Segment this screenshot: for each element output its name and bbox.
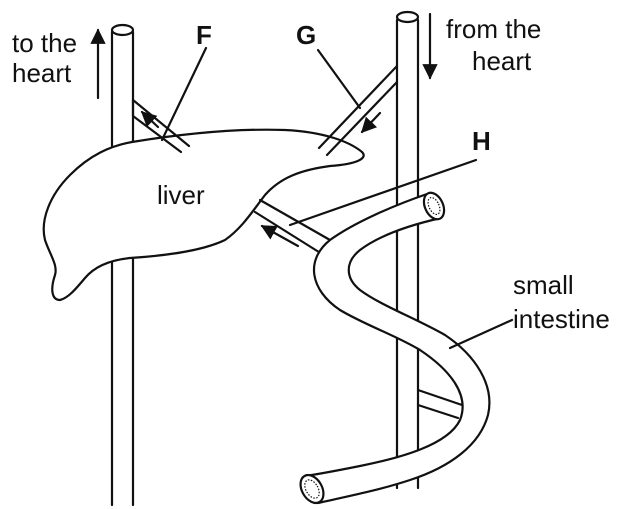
label-small-intestine-line2: intestine [513,304,610,334]
intestine-artery-branch [418,390,462,418]
left-vein [112,25,133,505]
right-artery [397,12,418,488]
leader-small-intestine [450,320,512,348]
label-to-heart-line1: to the [12,28,77,58]
label-H: H [472,126,491,156]
label-to-heart-line2: heart [12,58,72,88]
label-G: G [296,20,316,50]
leader-F [162,48,206,140]
label-liver: liver [157,180,205,210]
label-F: F [196,20,212,50]
label-from-heart-line1: from the [446,14,541,44]
leader-G [318,50,360,108]
vessel-H [255,200,330,254]
label-small-intestine-line1: small [513,270,574,300]
label-from-heart-line2: heart [472,46,532,76]
